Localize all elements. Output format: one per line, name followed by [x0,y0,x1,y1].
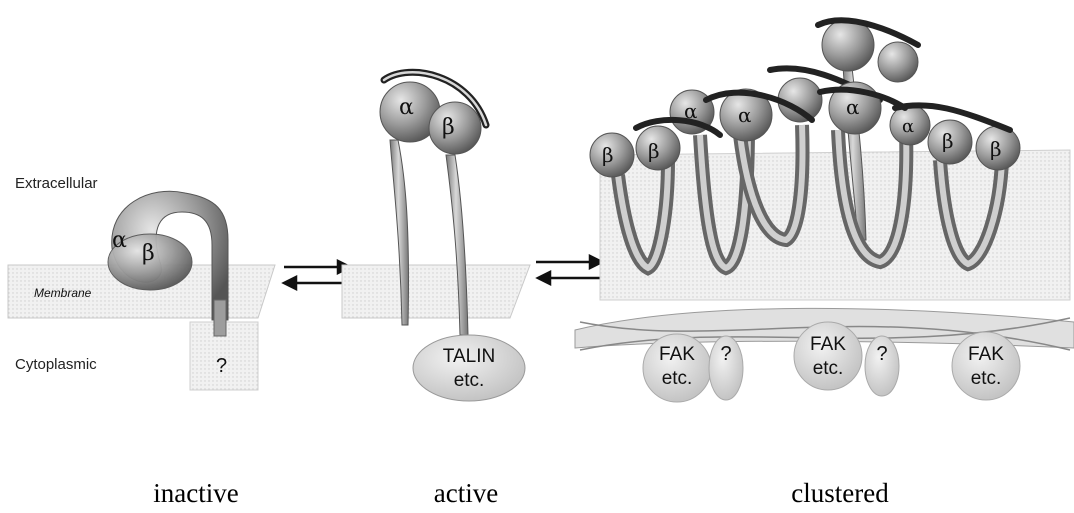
extracellular-label: Extracellular [15,175,98,192]
active-beta-label: β [442,115,455,140]
cl-alpha-3: α [846,95,860,119]
membrane-label: Membrane [34,286,92,300]
inactive-beta-label: β [142,241,155,266]
cl-alpha-4: α [902,116,914,137]
equilibrium-arrows-right [536,256,602,284]
equilibrium-arrows-left [284,261,350,289]
fak2-etc-label: etc. [813,358,844,379]
cl-beta-2: β [648,139,660,163]
inactive-tail [214,300,226,336]
cl-alpha-1: α [684,99,698,123]
fak1-etc-label: etc. [662,368,693,389]
inactive-alpha-label: α [112,228,127,253]
cl-beta-1: β [602,143,614,167]
fak-complex-2: FAK etc. [794,322,862,390]
unknown-marker-2: ? [865,336,899,396]
cl-alpha-2: α [738,103,752,127]
clustered-state-label: clustered [720,478,960,509]
fak1-label: FAK [659,344,695,365]
fak2-label: FAK [810,334,846,355]
active-beta-head [429,102,481,154]
active-alpha-label: α [399,95,414,120]
fak3-etc-label: etc. [971,368,1002,389]
unknown-mark-2: ? [876,343,887,365]
inactive-state-label: inactive [76,478,316,509]
fak-complex-1: FAK etc. [643,334,711,402]
talin-etc-label: etc. [454,370,485,391]
unknown-mark-1: ? [720,343,731,365]
fak-complex-3: FAK etc. [952,332,1020,400]
fak3-label: FAK [968,344,1004,365]
active-state-label: active [346,478,586,509]
cytoplasmic-label: Cytoplasmic [15,356,97,373]
unknown-marker-1: ? [709,336,743,400]
active-integrin: α β TALIN etc. [342,72,530,401]
inactive-unknown-mark: ? [216,355,227,377]
talin-label: TALIN [443,346,495,367]
active-membrane-plane [342,265,530,318]
clustered-integrins: β β α α α α β β FAK etc. ? FAK etc. ? [575,19,1074,402]
cl-beta-4: β [990,137,1002,161]
cl-beta-3: β [942,129,954,153]
talin-blob [413,335,525,401]
